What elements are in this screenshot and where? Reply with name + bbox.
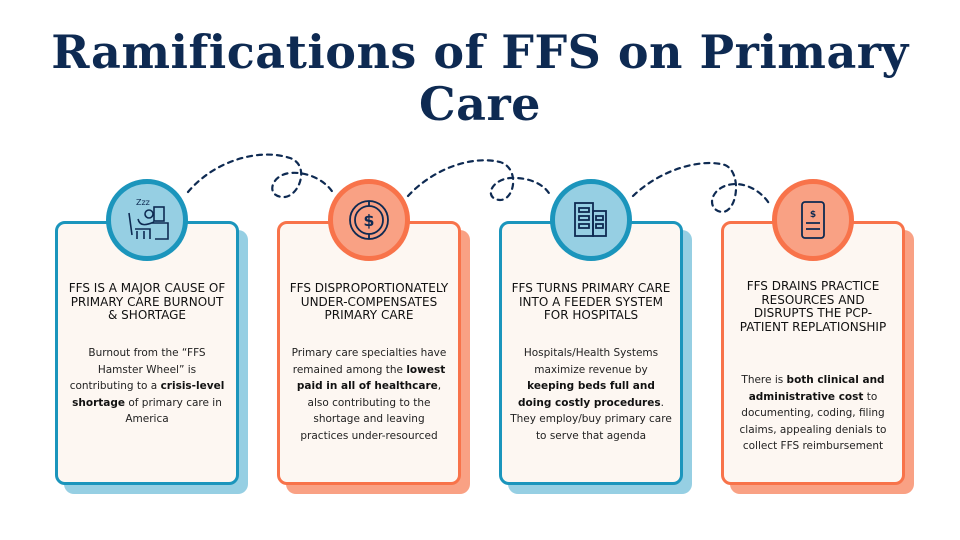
- card-heading: FFS disproportionately under-compensates…: [289, 281, 449, 322]
- dollar-coin-icon: $: [349, 200, 389, 240]
- page-title: Ramifications of FFS on Primary Care: [51, 25, 909, 131]
- card-drains-resources: $ FFS drains practice resources and disr…: [721, 179, 914, 494]
- hospital-buildings-icon: [574, 202, 607, 237]
- svg-text:Zzz: Zzz: [136, 198, 150, 207]
- emphasis-text: crisis-level shortage: [72, 380, 225, 409]
- connector-2-3: [406, 159, 552, 202]
- body-text: There is: [741, 374, 787, 386]
- icon-badge: $: [772, 179, 854, 261]
- card-panel: $ FFS drains practice resources and disr…: [721, 179, 905, 485]
- connector-3-4: [631, 161, 772, 214]
- card-panel: $ FFS disproportionately under-compensat…: [277, 179, 461, 485]
- card-body: Hospitals/Health Systems maximize revenu…: [510, 345, 672, 444]
- body-text: to documenting, coding, filing claims, a…: [739, 390, 887, 453]
- card-burnout: Zzz FFS is a major cause of primary care…: [55, 179, 248, 494]
- body-text: Hospitals/Health Systems maximize revenu…: [523, 347, 659, 376]
- svg-text:$: $: [810, 210, 816, 220]
- body-text: , also contributing to the shortage and …: [300, 380, 442, 442]
- connector-1-2: [186, 153, 336, 199]
- card-panel: Zzz FFS is a major cause of primary care…: [55, 179, 239, 485]
- card-compensation: $ FFS disproportionately under-compensat…: [277, 179, 470, 494]
- card-heading: FFS turns primary care into a feeder sys…: [511, 281, 671, 322]
- icon-badge: Zzz: [106, 179, 188, 261]
- body-text: . They employ/buy primary care to serve …: [510, 396, 672, 442]
- sleeping-at-desk-icon: Zzz: [128, 198, 169, 240]
- card-heading: FFS drains practice resources and disrup…: [739, 279, 887, 334]
- emphasis-text: both clinical and administrative cost: [748, 374, 885, 403]
- emphasis-text: lowest paid in all of healthcare: [296, 363, 446, 393]
- body-text: of primary care in America: [124, 396, 222, 426]
- card-body: There is both clinical and administrativ…: [732, 372, 894, 455]
- card-heading: FFS is a major cause of primary care bur…: [68, 281, 226, 322]
- body-text: Burnout from the “FFS Hamster Wheel” is …: [69, 347, 206, 392]
- card-feeder-system: FFS turns primary care into a feeder sys…: [499, 179, 692, 494]
- emphasis-text: keeping beds full and doing costly proce…: [518, 380, 661, 409]
- icon-badge: [550, 179, 632, 261]
- body-text: Primary care specialties have remained a…: [291, 347, 447, 376]
- card-body: Primary care specialties have remained a…: [288, 345, 450, 444]
- svg-text:$: $: [363, 211, 374, 230]
- card-body: Burnout from the “FFS Hamster Wheel” is …: [66, 345, 228, 428]
- icon-badge: $: [328, 179, 410, 261]
- card-panel: FFS turns primary care into a feeder sys…: [499, 179, 683, 485]
- invoice-document-icon: $: [801, 201, 825, 239]
